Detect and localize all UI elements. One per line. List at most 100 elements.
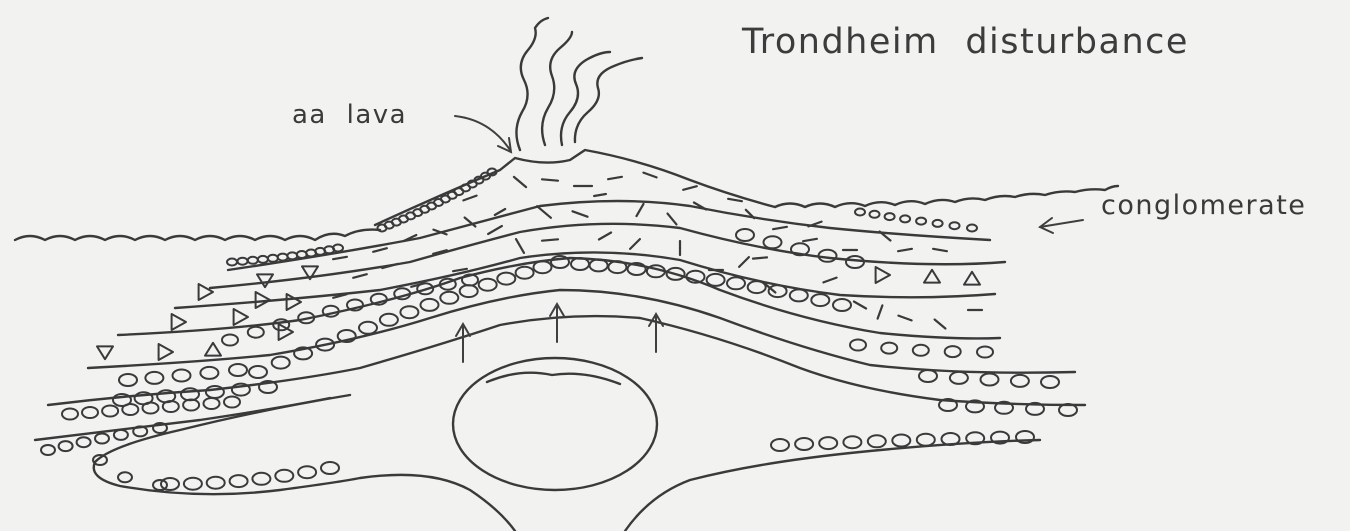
lava-dash (753, 257, 767, 258)
breccia-triangle (279, 324, 293, 340)
pebble (207, 477, 225, 489)
breccia-triangle (205, 343, 221, 356)
pebble (913, 345, 929, 356)
breccia-triangle (199, 284, 213, 300)
pebble (892, 435, 910, 447)
lava-dash (333, 257, 347, 259)
pebble (843, 436, 861, 448)
lava-dash (823, 278, 836, 283)
pebble (769, 285, 787, 297)
pebble (258, 256, 268, 263)
fold-right-limb (625, 440, 1040, 531)
pebble (833, 299, 851, 311)
lava-dash (935, 320, 946, 329)
pebble (204, 398, 220, 409)
pebble (497, 273, 515, 285)
eruption-plume-4 (575, 58, 642, 142)
pebble (440, 292, 458, 304)
pebble (945, 346, 961, 357)
pebble (1011, 375, 1029, 387)
pebble (950, 222, 960, 229)
pebble (571, 258, 589, 270)
pebble (950, 372, 968, 384)
pebble (321, 462, 339, 474)
pebble (380, 314, 398, 326)
pebble (248, 257, 258, 264)
pebble (855, 209, 865, 216)
pebble (41, 445, 55, 455)
pebble (819, 437, 837, 449)
lava-dash (803, 239, 817, 241)
pebble (77, 437, 91, 447)
fold-hinge (94, 395, 515, 531)
pebble (287, 252, 297, 259)
lava-dash (463, 196, 476, 201)
diagram-title: Trondheim disturbance (742, 22, 1189, 62)
lava-dash (933, 249, 947, 251)
pebble (811, 294, 829, 306)
pebble (200, 367, 218, 379)
pebble (736, 229, 754, 241)
pebble (748, 281, 766, 293)
lava-dash (453, 269, 467, 271)
pebble (479, 279, 497, 291)
pebble (95, 434, 109, 444)
pebble (145, 372, 163, 384)
lava-dash (599, 233, 611, 240)
pebble (764, 236, 782, 248)
pebble (82, 407, 98, 418)
breccia-triangle (964, 272, 980, 285)
pebble (707, 274, 725, 286)
breccia-triangle (287, 294, 301, 310)
lava-dash (739, 257, 749, 267)
lava-dash (728, 199, 742, 201)
conglomerate-pebbles (41, 169, 1077, 491)
pebble (238, 258, 248, 265)
lava-dash (643, 173, 656, 178)
pebble (795, 438, 813, 450)
pebble (917, 434, 935, 446)
pebble (534, 261, 552, 273)
aa-lava-label: aa lava (292, 100, 407, 130)
lava-dash (854, 302, 866, 309)
magma-chamber (453, 358, 657, 490)
upward-arrow-left (456, 324, 470, 362)
lava-dash (637, 204, 644, 216)
pebble (278, 254, 288, 261)
lava-leader-line (455, 116, 510, 150)
pebble (870, 211, 880, 218)
pebble (143, 403, 159, 414)
breccia-triangle (172, 314, 186, 330)
lava-flow-dashes (333, 173, 982, 329)
lava-dash (898, 249, 912, 251)
breccia-triangle (876, 267, 890, 283)
pebble (268, 255, 278, 262)
lava-dash (353, 274, 367, 278)
pebble (868, 435, 886, 447)
pebble (227, 259, 237, 266)
lava-dash (514, 177, 526, 187)
pebble (790, 289, 808, 301)
lava-dash (542, 179, 558, 180)
pebble (122, 404, 138, 415)
volcano-surface (375, 150, 775, 225)
pebble (916, 218, 926, 225)
pebble (421, 299, 439, 311)
eruption-plume-3 (561, 52, 610, 145)
pebble (118, 472, 132, 482)
pebble (163, 401, 179, 412)
pebble (298, 466, 316, 478)
lava-dash (495, 209, 505, 215)
lava-dash (898, 316, 911, 321)
lava-dash (573, 211, 588, 216)
breccia-triangle (234, 309, 248, 325)
pebble (248, 327, 264, 338)
pebble (977, 347, 993, 358)
pebble (224, 397, 240, 408)
sea-surface-left (15, 230, 380, 240)
pebble (460, 285, 478, 297)
pebble (62, 409, 78, 420)
lava-dash (373, 248, 387, 252)
pebble (181, 388, 199, 400)
pebble (119, 374, 137, 386)
